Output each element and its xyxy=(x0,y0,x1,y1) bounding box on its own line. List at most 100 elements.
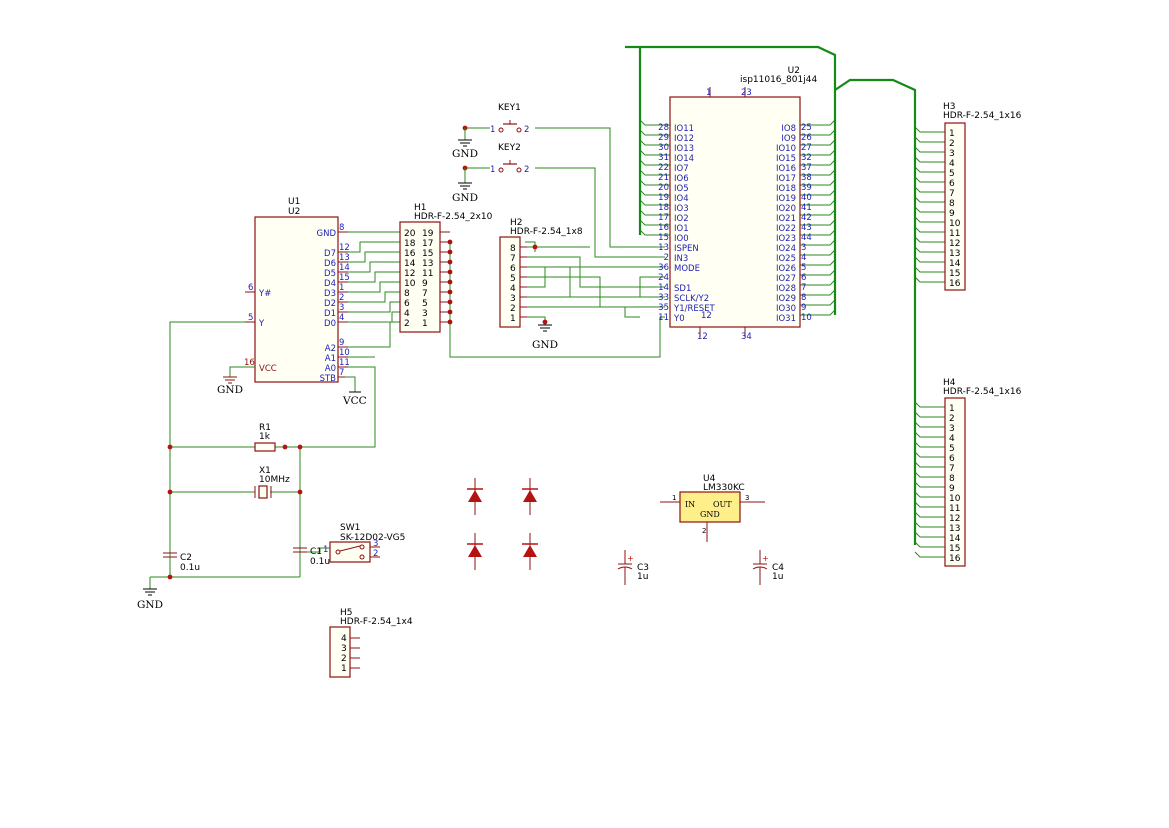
sw1-pin: 2 xyxy=(373,549,378,559)
c2-capacitor: C2 0.1u xyxy=(163,552,200,573)
h3-stub xyxy=(914,256,945,263)
u2-pin-num: 35 xyxy=(658,303,669,313)
u1-pin-name: Y xyxy=(258,319,265,329)
h1-pin-num: 7 xyxy=(422,289,428,299)
u2-pin-name: IO14 xyxy=(674,154,694,164)
key1-switch: KEY1 1 2 xyxy=(490,103,529,135)
u2-pin-name: IO5 xyxy=(674,184,689,194)
u2-pin-num: 32 xyxy=(801,153,812,163)
h1-pin-num: 15 xyxy=(422,249,433,259)
h3-stub xyxy=(914,236,945,243)
x1-ref: X1 xyxy=(259,466,271,476)
h3-pin-num: 5 xyxy=(949,169,955,179)
u1-pin-num: 9 xyxy=(339,338,344,348)
u2-pin-num: 24 xyxy=(658,273,669,283)
key1-ref: KEY1 xyxy=(498,103,521,113)
u2-pin-name: IO6 xyxy=(674,174,689,184)
diode xyxy=(467,478,483,515)
gnd-symbol-u1: GND xyxy=(217,366,255,396)
u2-pin-num: 2 xyxy=(664,253,669,263)
u1-pin-name: D1 xyxy=(324,309,336,319)
h2-pin-num: 8 xyxy=(510,244,516,254)
u2-pin-name: IO3 xyxy=(674,204,689,214)
sw1-pin: 1 xyxy=(323,545,328,555)
u2-pin-num: 11 xyxy=(658,313,669,323)
h3-stub xyxy=(914,146,945,153)
h4-pin-num: 9 xyxy=(949,484,955,494)
u2-pin-num: 19 xyxy=(658,193,669,203)
h1-pin-num: 10 xyxy=(404,279,416,289)
h5-pin-num: 4 xyxy=(341,634,347,644)
u2-pin-num: 26 xyxy=(801,133,812,143)
u2-pin-name: IO7 xyxy=(674,164,689,174)
u1-pin-num: 6 xyxy=(248,283,253,293)
h2-value: HDR-F-2.54_1x8 xyxy=(510,227,583,237)
h2-pin-num: 5 xyxy=(510,274,516,284)
u1-value: U2 xyxy=(288,207,300,217)
h2-pin-num: 4 xyxy=(510,284,516,294)
h4-stub xyxy=(914,451,945,458)
diode xyxy=(522,478,538,515)
h4-pin-num: 15 xyxy=(949,544,960,554)
u1-right-pins: GND8D712D613D514D415D31D22D13D04A29A110A… xyxy=(317,223,350,384)
h3-pin-num: 2 xyxy=(949,139,955,149)
u2-pin-name: IO18 xyxy=(776,184,796,194)
h4-pin-num: 3 xyxy=(949,424,955,434)
c2-ref: C2 xyxy=(180,553,192,563)
u2-pin-num: 25 xyxy=(801,123,812,133)
u2-pin-name: IO26 xyxy=(776,264,796,274)
h4-stub xyxy=(914,551,945,558)
h4-pin-num: 1 xyxy=(949,404,955,414)
u1-pin-name: STB xyxy=(320,374,337,384)
u2-pin-num: 29 xyxy=(658,133,669,143)
key2-switch: KEY2 1 2 xyxy=(490,143,529,175)
u2-pin-num: 22 xyxy=(658,163,669,173)
u2-pin-name: IO31 xyxy=(776,314,796,324)
u2-pin-name: IO27 xyxy=(776,274,796,284)
h1-ref: H1 xyxy=(414,203,427,213)
u1-pin-num: 13 xyxy=(339,253,350,263)
u2-pin-name: IO28 xyxy=(776,284,796,294)
h1-value: HDR-F-2.54_2x10 xyxy=(414,212,493,222)
u2-top-pin: 1 xyxy=(706,88,711,98)
h3-stub xyxy=(914,206,945,213)
h3-pin-num: 8 xyxy=(949,199,955,209)
u2-pin-num: 39 xyxy=(801,183,812,193)
c4-capacitor: + C4 1u xyxy=(752,550,784,585)
h4-ref: H4 xyxy=(943,378,956,388)
u2-pin-name: ISPEN xyxy=(674,244,699,254)
sw1-pin: 3 xyxy=(373,539,378,549)
h1-pin-num: 17 xyxy=(422,239,433,249)
h4-pin-num: 6 xyxy=(949,454,955,464)
h4-stub xyxy=(914,531,945,538)
u1-pin-num: 1 xyxy=(339,283,344,293)
u2-pin-num: 4 xyxy=(801,253,806,263)
h3-stub xyxy=(914,246,945,253)
u2-pin-name: Y1/RESET xyxy=(673,304,716,314)
u2-pin-name: IO19 xyxy=(776,194,796,204)
u4-value: LM330KC xyxy=(703,483,745,493)
h4-stub xyxy=(914,441,945,448)
h5-value: HDR-F-2.54_1x4 xyxy=(340,617,413,627)
gnd-symbol-key2: GND xyxy=(452,168,478,204)
h2-pin-num: 3 xyxy=(510,294,516,304)
h3-stub xyxy=(914,166,945,173)
h3-pin-num: 13 xyxy=(949,249,960,259)
h3-header: H3 HDR-F-2.54_1x16 123456789101112131415… xyxy=(943,102,1022,291)
u2-bottom-pin: 34 xyxy=(741,332,752,342)
h3-pin-num: 9 xyxy=(949,209,955,219)
h4-stub xyxy=(914,421,945,428)
u4-pin-gnd: 2 xyxy=(702,527,706,535)
u2-pin-name: IO17 xyxy=(776,174,796,184)
u2-pin-num: 13 xyxy=(658,243,669,253)
u4-pin-out: 3 xyxy=(745,494,749,502)
u2-pin-name: IO4 xyxy=(674,194,689,204)
h4-pin-num: 7 xyxy=(949,464,955,474)
u1-pin-num: 4 xyxy=(339,313,344,323)
u2-pin-name: IO29 xyxy=(776,294,796,304)
h4-stub xyxy=(914,431,945,438)
u1-pin-num: 15 xyxy=(339,273,350,283)
h1-pin-num: 20 xyxy=(404,229,416,239)
u2-ref: U2 xyxy=(788,66,800,76)
